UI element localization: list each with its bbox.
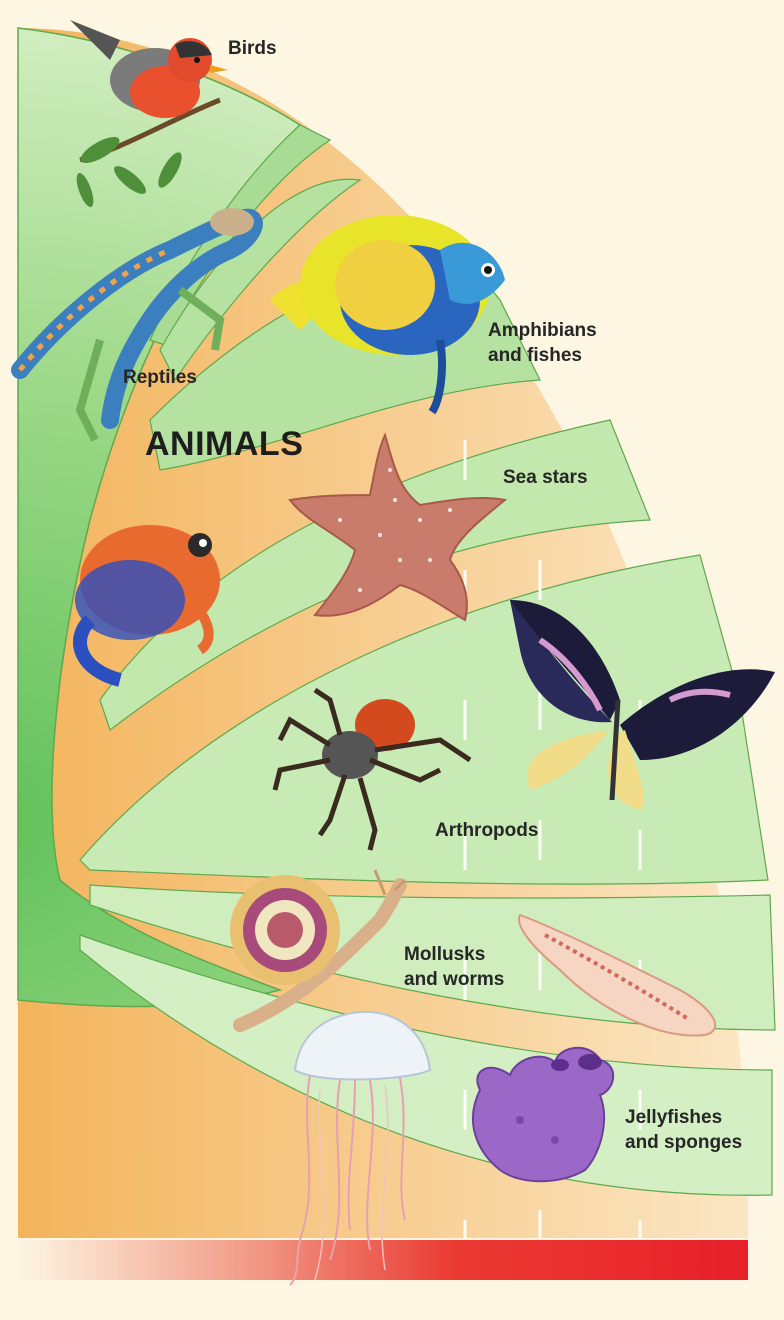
label-mollusks-worms: Mollusks and worms xyxy=(404,942,504,992)
label-arthropods: Arthropods xyxy=(435,818,538,843)
label-jellyfishes-sponges: Jellyfishes and sponges xyxy=(625,1105,742,1155)
label-reptiles: Reptiles xyxy=(123,365,197,390)
sponge-icon xyxy=(473,1048,613,1181)
label-birds: Birds xyxy=(228,36,277,61)
diagram-title: ANIMALS xyxy=(145,425,303,464)
label-amphibians-fishes: Amphibians and fishes xyxy=(488,318,597,368)
label-sea-stars: Sea stars xyxy=(503,465,588,490)
